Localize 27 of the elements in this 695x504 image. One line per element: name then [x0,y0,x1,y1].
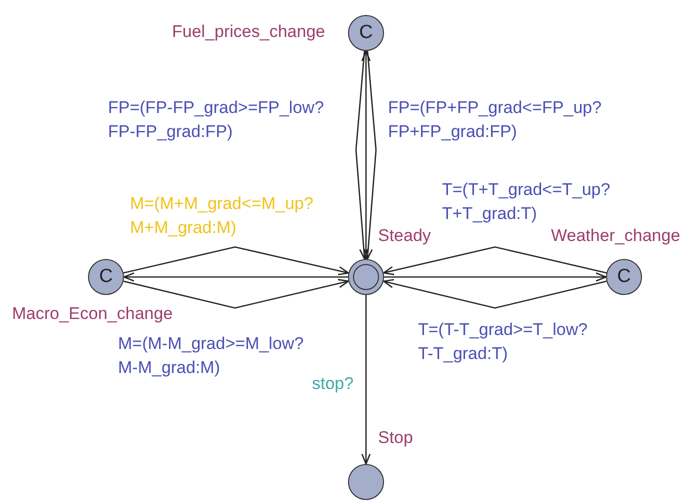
location-name: Macro_Econ_change [12,304,173,324]
location-name: Fuel_prices_change [172,22,326,42]
location-circle [348,259,384,295]
location-name: Steady [378,226,431,246]
edge-label: M=(M-M_grad>=M_low? M-M_grad:M) [118,333,305,379]
committed-location: C [88,259,124,295]
edge-label: FP=(FP+FP_grad<=FP_up? FP+FP_grad:FP) [388,97,603,143]
transition-arrow [123,278,350,309]
transition-arrow [361,295,371,465]
location-name: Weather_change [551,226,680,246]
edge-label: M=(M+M_grad<=M_up? M+M_grad:M) [130,193,314,239]
edge-label: T=(T-T_grad>=T_low? T-T_grad:T) [418,319,589,365]
transition-arrow [361,50,371,259]
transition-arrow [123,246,350,276]
edge-label: FP=(FP-FP_grad>=FP_low? FP-FP_grad:FP) [108,97,325,143]
committed-location: C [348,15,384,51]
location-name: Stop [378,428,413,448]
transition-arrow [382,279,607,309]
transition-arrow [355,50,368,260]
location-circle [348,464,384,500]
transition-arrow [364,50,377,260]
edge-label: T=(T+T_grad<=T_up? T+T_grad:T) [442,179,612,225]
transition-arrow [123,272,348,282]
edge-label: stop? [312,373,355,395]
transition-arrow [382,246,607,276]
committed-location: C [606,259,642,295]
transition-arrow [384,272,607,282]
